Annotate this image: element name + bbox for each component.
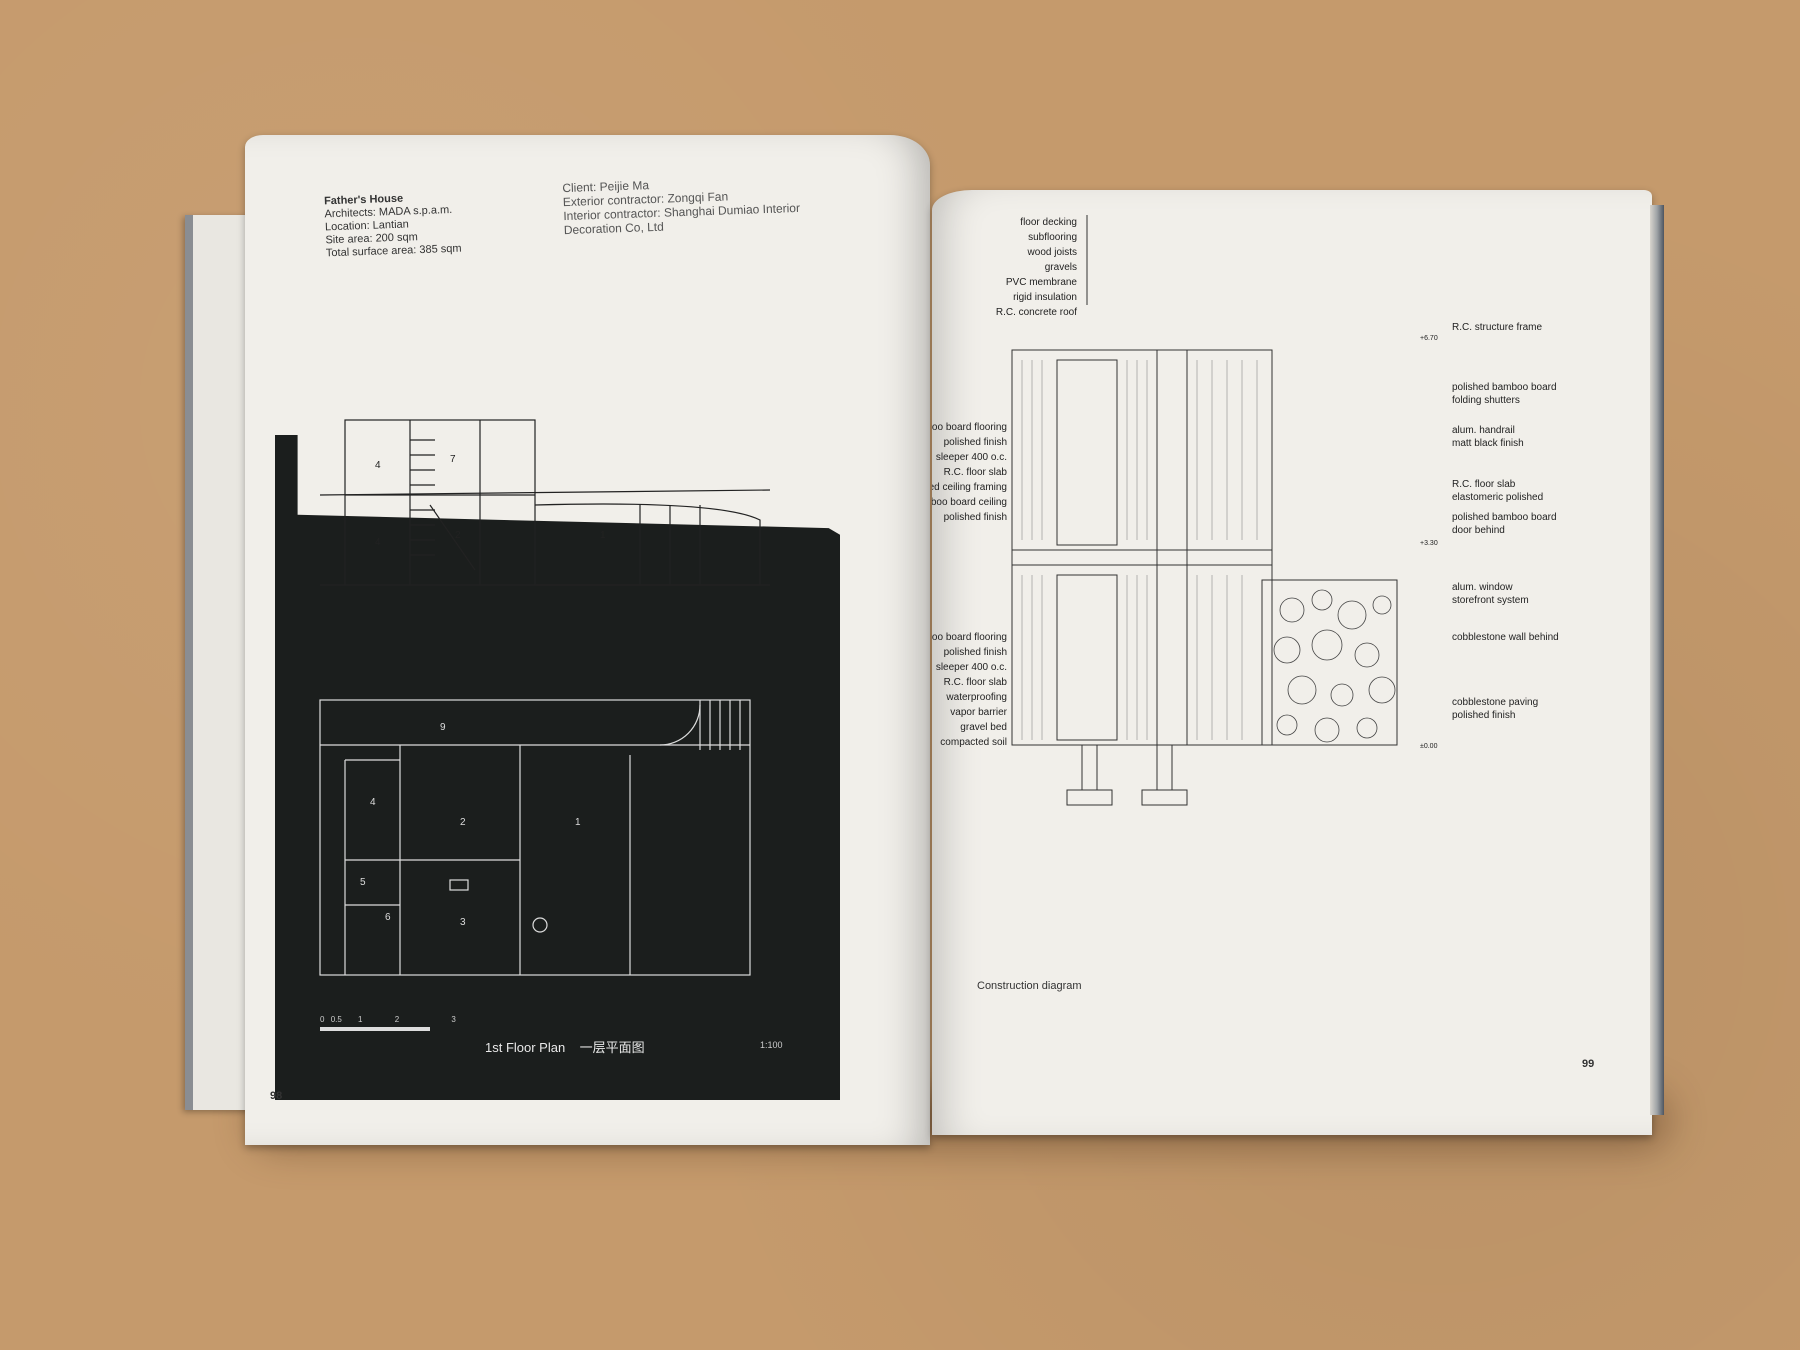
material-label: alum. handrail [1452,425,1515,436]
scale-mark: 0 [320,1015,325,1024]
plan-label: 9 [440,722,446,733]
diagram-caption: Construction diagram [977,980,1082,992]
lower-floor-label: sleeper 400 o.c. [936,662,1007,673]
roof-label: subflooring [1028,232,1077,243]
lower-floor-label: vapor barrier [950,707,1007,718]
page-number-left: 98 [270,1090,283,1102]
section-label: 4 [375,537,381,548]
material-label: door behind [1452,525,1505,536]
upper-floor-label: polished finish [944,437,1007,448]
elevation-mark: +3.30 [1420,540,1438,547]
plan-title-en: 1st Floor Plan [485,1040,566,1055]
scale-mark: 3 [451,1015,456,1024]
material-label: alum. window [1452,582,1513,593]
roof-label: PVC membrane [1006,277,1078,288]
page-number-right: 99 [1582,1058,1595,1070]
right-page-edge [1650,205,1664,1115]
left-page: Father's House Architects: MADA s.p.a.m.… [245,135,930,1145]
plan-title: 1st Floor Plan 一层平面图 [485,1037,645,1056]
material-label: elastomeric polished [1452,492,1543,503]
lower-floor-label: bamboo board flooring [932,632,1007,643]
client-info: Client: Peijie Ma Exterior contractor: Z… [562,173,801,237]
upper-floor-label: bamboo board ceiling [932,497,1007,508]
roof-label: rigid insulation [1013,292,1077,303]
roof-label: floor decking [1020,217,1077,228]
roof-label: R.C. concrete roof [996,307,1077,318]
right-page: floor decking subflooring wood joists grave… [932,190,1652,1135]
lower-floor-label: waterproofing [945,692,1007,703]
plan-label: 6 [385,912,391,923]
scale-mark: 2 [394,1015,400,1024]
roof-label: wood joists [1027,247,1077,258]
section-label: 2 [455,530,461,541]
upper-floor-label: sleeper 400 o.c. [936,452,1007,463]
section-drawing: 4 7 4 2 1 [319,419,771,586]
upper-floor-label: polished finish [944,512,1007,523]
project-info: Father's House Architects: MADA s.p.a.m.… [324,191,462,261]
material-label: cobblestone paving [1452,697,1538,708]
upper-floor-label: suspended ceiling framing [932,482,1007,493]
plan-label: 1 [575,817,581,828]
scale-mark: 0.5 [330,1015,342,1024]
material-label: storefront system [1452,595,1529,606]
plan-background [275,435,840,1100]
elevation-mark: ±0.00 [1420,743,1438,750]
plan-scale: 1:100 [760,1040,783,1050]
upper-floor-label: bamboo board flooring [932,422,1007,433]
lower-floor-label: R.C. floor slab [944,677,1008,688]
plan-label: 2 [460,817,466,828]
lower-floor-label: gravel bed [960,722,1007,733]
scale-mark: 1 [358,1015,363,1024]
plan-label: 5 [360,877,366,888]
construction-diagram: floor decking subflooring wood joists grave… [932,215,1559,806]
lower-floor-label: polished finish [944,647,1007,658]
upper-floor-label: R.C. floor slab [944,467,1008,478]
lower-floor-label: compacted soil [940,737,1007,748]
material-label: polished bamboo board [1452,382,1557,393]
material-label: folding shutters [1452,395,1520,406]
material-label: polished finish [1452,710,1515,721]
roof-label: gravels [1045,262,1077,273]
section-label: 4 [375,460,381,471]
scale-bar: 0 0.5 1 2 3 [320,1015,456,1031]
plan-label: 4 [370,797,376,808]
material-label: polished bamboo board [1452,512,1557,523]
plan-label: 3 [460,917,466,928]
elevation-mark: +6.70 [1420,335,1438,342]
material-label: R.C. floor slab [1452,479,1516,490]
plan-title-cn: 一层平面图 [579,1040,645,1055]
material-label: cobblestone wall behind [1452,632,1559,643]
material-label: matt black finish [1452,438,1524,449]
material-label: R.C. structure frame [1452,322,1542,333]
floor-plan-drawing: 9 4 2 1 5 6 3 [319,699,751,976]
section-label: 1 [600,530,606,541]
section-label: 7 [450,454,456,465]
